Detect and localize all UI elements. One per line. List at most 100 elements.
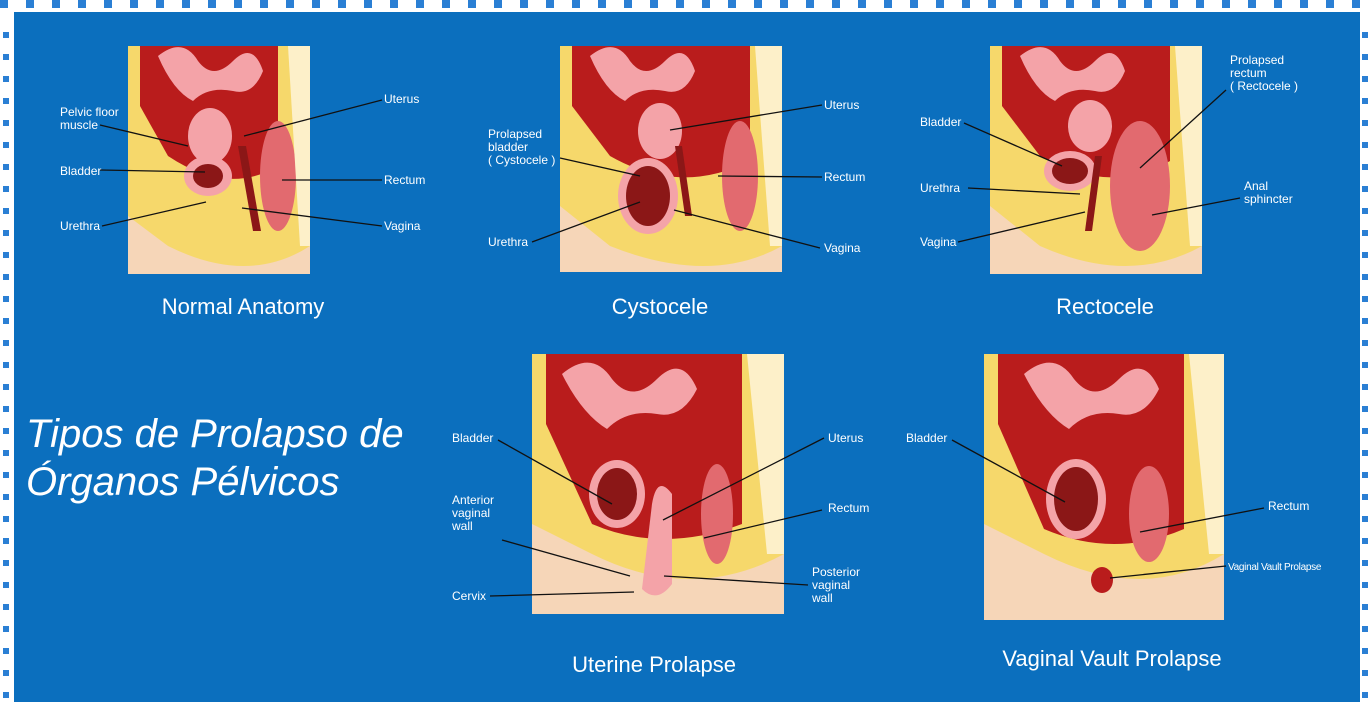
border-dash — [3, 318, 9, 324]
border-dash — [1362, 186, 1368, 192]
border-dash — [1362, 406, 1368, 412]
illustration-rectocele — [990, 46, 1202, 274]
border-dash — [3, 626, 9, 632]
border-dash — [1362, 362, 1368, 368]
label-prolapsed-rectum: Prolapsed rectum ( Rectocele ) — [1230, 54, 1298, 93]
border-dash — [1362, 98, 1368, 104]
border-dash — [1362, 692, 1368, 698]
border-dash — [3, 274, 9, 280]
caption-vaginal-vault-prolapse: Vaginal Vault Prolapse — [992, 646, 1232, 672]
border-dash — [1362, 252, 1368, 258]
label-bladder: Bladder — [452, 432, 493, 445]
label-uterus: Uterus — [828, 432, 863, 445]
border-dash — [1362, 32, 1368, 38]
border-dash — [3, 32, 9, 38]
border-dash — [3, 54, 9, 60]
border-dash — [1362, 296, 1368, 302]
border-dash — [3, 472, 9, 478]
border-dash — [3, 296, 9, 302]
border-dash — [1362, 670, 1368, 676]
title-line-1: Tipos de Prolapso de — [26, 410, 404, 458]
border-dash — [1362, 582, 1368, 588]
border-dash — [3, 362, 9, 368]
label-posterior-vaginal-wall: Posterior vaginal wall — [812, 566, 860, 605]
border-dash — [3, 538, 9, 544]
label-pelvic-floor-muscle: Pelvic floor muscle — [60, 106, 119, 132]
border-dash — [3, 428, 9, 434]
border-dash — [1362, 142, 1368, 148]
border-dash — [1362, 274, 1368, 280]
border-dash — [1362, 318, 1368, 324]
border-dash — [3, 406, 9, 412]
border-dash — [1362, 208, 1368, 214]
border-dash — [3, 252, 9, 258]
border-dash — [3, 340, 9, 346]
border-dash — [3, 142, 9, 148]
border-dash — [1362, 472, 1368, 478]
border-dash — [1362, 560, 1368, 566]
border-dash — [3, 648, 9, 654]
label-cervix: Cervix — [452, 590, 486, 603]
border-dash — [1362, 450, 1368, 456]
illustration-cystocele — [560, 46, 782, 272]
border-dash — [3, 76, 9, 82]
label-anterior-vaginal-wall: Anterior vaginal wall — [452, 494, 494, 533]
title: Tipos de Prolapso de Órganos Pélvicos — [26, 410, 404, 506]
top-dashed-border — [0, 0, 1370, 12]
border-dash — [1362, 54, 1368, 60]
label-anal-sphincter: Anal sphincter — [1244, 180, 1293, 206]
label-prolapsed-bladder: Prolapsed bladder ( Cystocele ) — [488, 128, 555, 167]
caption-cystocele: Cystocele — [560, 294, 760, 320]
label-bladder: Bladder — [920, 116, 961, 129]
label-urethra: Urethra — [488, 236, 528, 249]
border-dash — [3, 604, 9, 610]
border-dash — [1362, 626, 1368, 632]
label-urethra: Urethra — [60, 220, 100, 233]
border-dash — [1362, 120, 1368, 126]
border-dash — [1362, 428, 1368, 434]
label-bladder: Bladder — [60, 165, 101, 178]
border-dash — [3, 98, 9, 104]
border-dash — [3, 692, 9, 698]
label-bladder: Bladder — [906, 432, 947, 445]
caption-rectocele: Rectocele — [1000, 294, 1210, 320]
border-dash — [1362, 538, 1368, 544]
border-dash — [1362, 384, 1368, 390]
border-dash — [3, 670, 9, 676]
border-dash — [3, 230, 9, 236]
label-uterus: Uterus — [824, 99, 859, 112]
border-dash — [3, 208, 9, 214]
label-vaginal-vault-prolapse: Vaginal Vault Prolapse — [1228, 561, 1321, 574]
border-dash — [1362, 76, 1368, 82]
border-dash — [3, 450, 9, 456]
caption-uterine-prolapse: Uterine Prolapse — [544, 652, 764, 678]
label-uterus: Uterus — [384, 93, 419, 106]
border-dash — [1362, 604, 1368, 610]
label-rectum: Rectum — [824, 171, 865, 184]
label-vagina: Vagina — [384, 220, 420, 233]
border-dash — [1362, 494, 1368, 500]
border-dash — [1362, 230, 1368, 236]
caption-normal-anatomy: Normal Anatomy — [128, 294, 358, 320]
border-dash — [3, 120, 9, 126]
label-urethra: Urethra — [920, 182, 960, 195]
label-rectum: Rectum — [828, 502, 869, 515]
title-line-2: Órganos Pélvicos — [26, 458, 404, 506]
border-dash — [3, 164, 9, 170]
border-dash — [3, 516, 9, 522]
border-dash — [3, 494, 9, 500]
label-rectum: Rectum — [384, 174, 425, 187]
illustration-vaginal-vault-prolapse — [984, 354, 1224, 620]
border-dash — [3, 384, 9, 390]
label-rectum: Rectum — [1268, 500, 1309, 513]
label-vagina: Vagina — [920, 236, 956, 249]
border-dash — [1362, 648, 1368, 654]
border-dash — [1362, 164, 1368, 170]
border-dash — [3, 186, 9, 192]
label-vagina: Vagina — [824, 242, 860, 255]
left-dashed-border — [0, 12, 14, 702]
border-dash — [1362, 340, 1368, 346]
illustration-uterine-prolapse — [532, 354, 784, 614]
border-dash — [1362, 516, 1368, 522]
